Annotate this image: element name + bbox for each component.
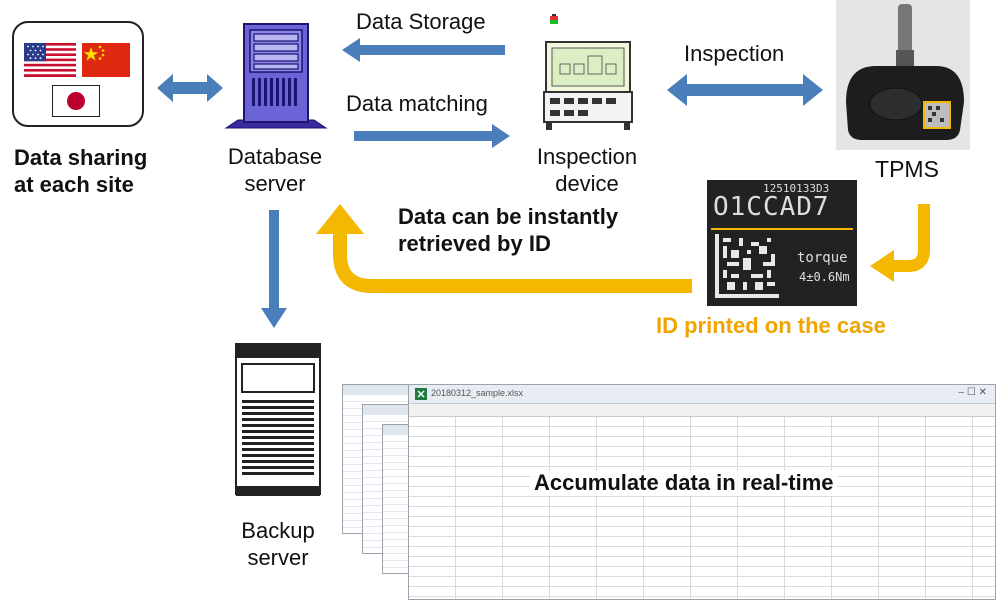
spreadsheet-icon: [415, 388, 427, 400]
database-server-label: Database server: [227, 144, 323, 196]
tpms-sensor-icon: [846, 4, 964, 140]
tpms-label: TPMS: [875, 156, 939, 182]
backup-server-icon: [235, 343, 321, 496]
data-matching-label: Data matching: [346, 91, 488, 116]
id-underline: [711, 228, 853, 230]
id-printed-label: ID printed on the case: [656, 313, 886, 338]
inspection-device-label: Inspection device: [536, 144, 638, 196]
spreadsheet-column-header: [409, 404, 995, 417]
china-flag-icon: [82, 43, 130, 77]
window-controls[interactable]: – ☐ ✕: [958, 387, 987, 398]
backup-server-label: Backup server: [241, 518, 315, 570]
sharing-label: Data sharing at each site: [14, 145, 148, 197]
sync-double-arrow: [157, 74, 223, 102]
backup-down-arrow: [261, 210, 287, 328]
database-server-icon: [224, 23, 328, 129]
us-flag-icon: [24, 43, 76, 77]
inspection-device-icon: [543, 14, 633, 130]
spreadsheet-titlebar: 20180312_sample.xlsx – ☐ ✕: [409, 385, 995, 404]
accumulate-label: Accumulate data in real-time: [530, 470, 838, 496]
data-storage-arrow: [342, 38, 505, 62]
spreadsheet-grid: [409, 417, 995, 599]
spreadsheet-filename: 20180312_sample.xlsx: [431, 388, 524, 398]
id-retrieve-arrow: [316, 204, 692, 293]
torque-value-text: 4±0.6Nm: [799, 270, 850, 284]
id-serial-text: 12510133D3: [763, 182, 830, 195]
id-label-photo: 12510133D3 O1CCAD7 torque 4±0.6Nm: [707, 180, 857, 306]
retrieve-callout: Data can be instantly retrieved by ID: [398, 204, 619, 256]
site-flags-box: [12, 21, 144, 127]
inspection-double-arrow: [667, 74, 823, 106]
torque-word-text: torque: [797, 250, 848, 266]
inspection-label: Inspection: [684, 41, 785, 66]
spreadsheet-window: 20180312_sample.xlsx – ☐ ✕: [408, 384, 996, 600]
data-matching-arrow: [354, 124, 510, 148]
tpms-to-id-arrow: [870, 204, 930, 282]
tpms-photo: [836, 0, 970, 150]
data-storage-label: Data Storage: [356, 9, 486, 34]
japan-flag-icon: [52, 85, 100, 117]
datamatrix-code-icon: [715, 234, 779, 298]
id-code-text: O1CCAD7: [713, 192, 830, 222]
